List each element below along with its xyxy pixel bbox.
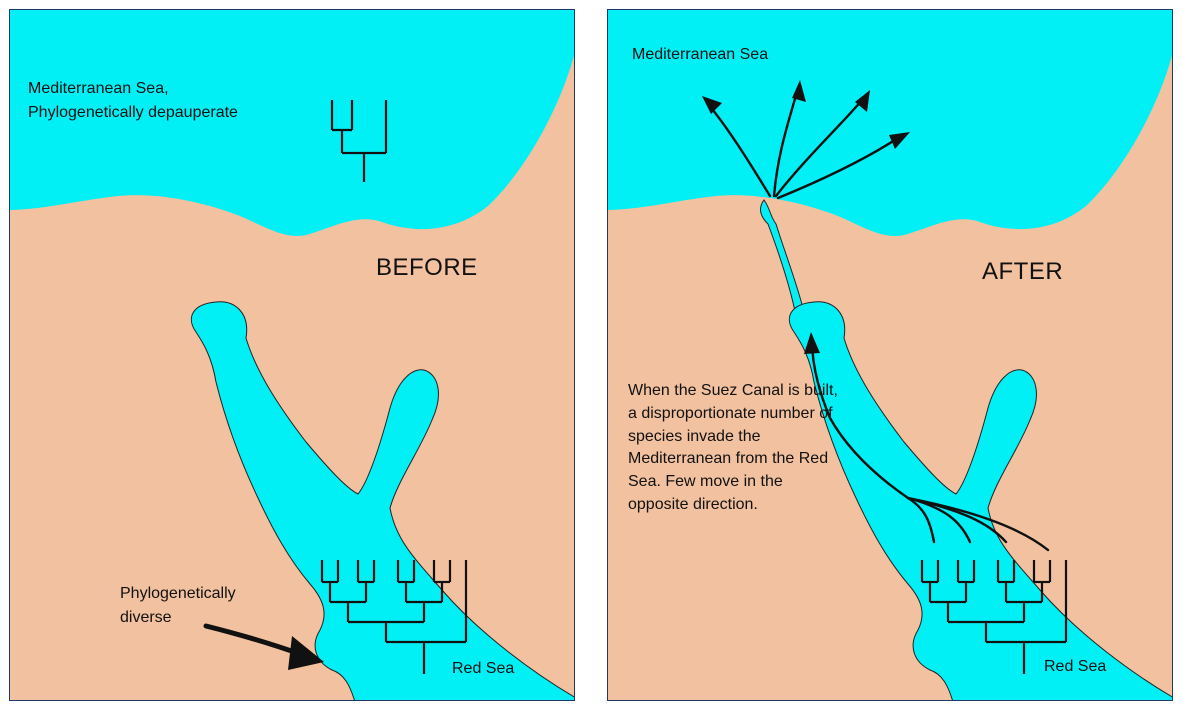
med-sea-label-line2: Phylogenetically depauperate xyxy=(28,104,238,121)
red-sea-shape xyxy=(789,301,1172,700)
diverse-label-line1: Phylogenetically xyxy=(120,585,236,602)
before-panel: Mediterranean Sea, Phylogenetically depa… xyxy=(9,9,575,701)
med-sea-label-line1: Mediterranean Sea, xyxy=(28,80,169,97)
med-phylogenetic-tree xyxy=(330,100,388,182)
red-sea-shape xyxy=(191,301,574,700)
suez-canal xyxy=(760,199,806,317)
med-sea-label: Mediterranean Sea xyxy=(632,46,769,63)
before-map xyxy=(10,10,574,700)
invasion-explanation: When the Suez Canal is built, a dispropo… xyxy=(628,382,838,513)
after-panel: Mediterranean Sea AFTER When the Suez Ca… xyxy=(607,9,1173,701)
invasion-arrows xyxy=(810,338,1050,552)
before-stage-label: BEFORE xyxy=(376,254,478,281)
diverse-label-line2: diverse xyxy=(120,609,172,626)
red-sea-label: Red Sea xyxy=(1044,658,1107,675)
after-map xyxy=(608,10,1172,700)
red-sea-label: Red Sea xyxy=(452,660,515,677)
after-stage-label: AFTER xyxy=(982,258,1064,285)
diverse-arrow xyxy=(203,623,324,670)
mediterranean-sea-shape xyxy=(608,10,1172,236)
invasion-arrowhead xyxy=(804,332,820,354)
red-sea-phylogenetic-tree xyxy=(320,560,468,674)
red-sea-phylogenetic-tree xyxy=(920,560,1068,674)
mediterranean-sea-shape xyxy=(10,10,574,236)
radiation-arrowheads xyxy=(702,80,910,149)
